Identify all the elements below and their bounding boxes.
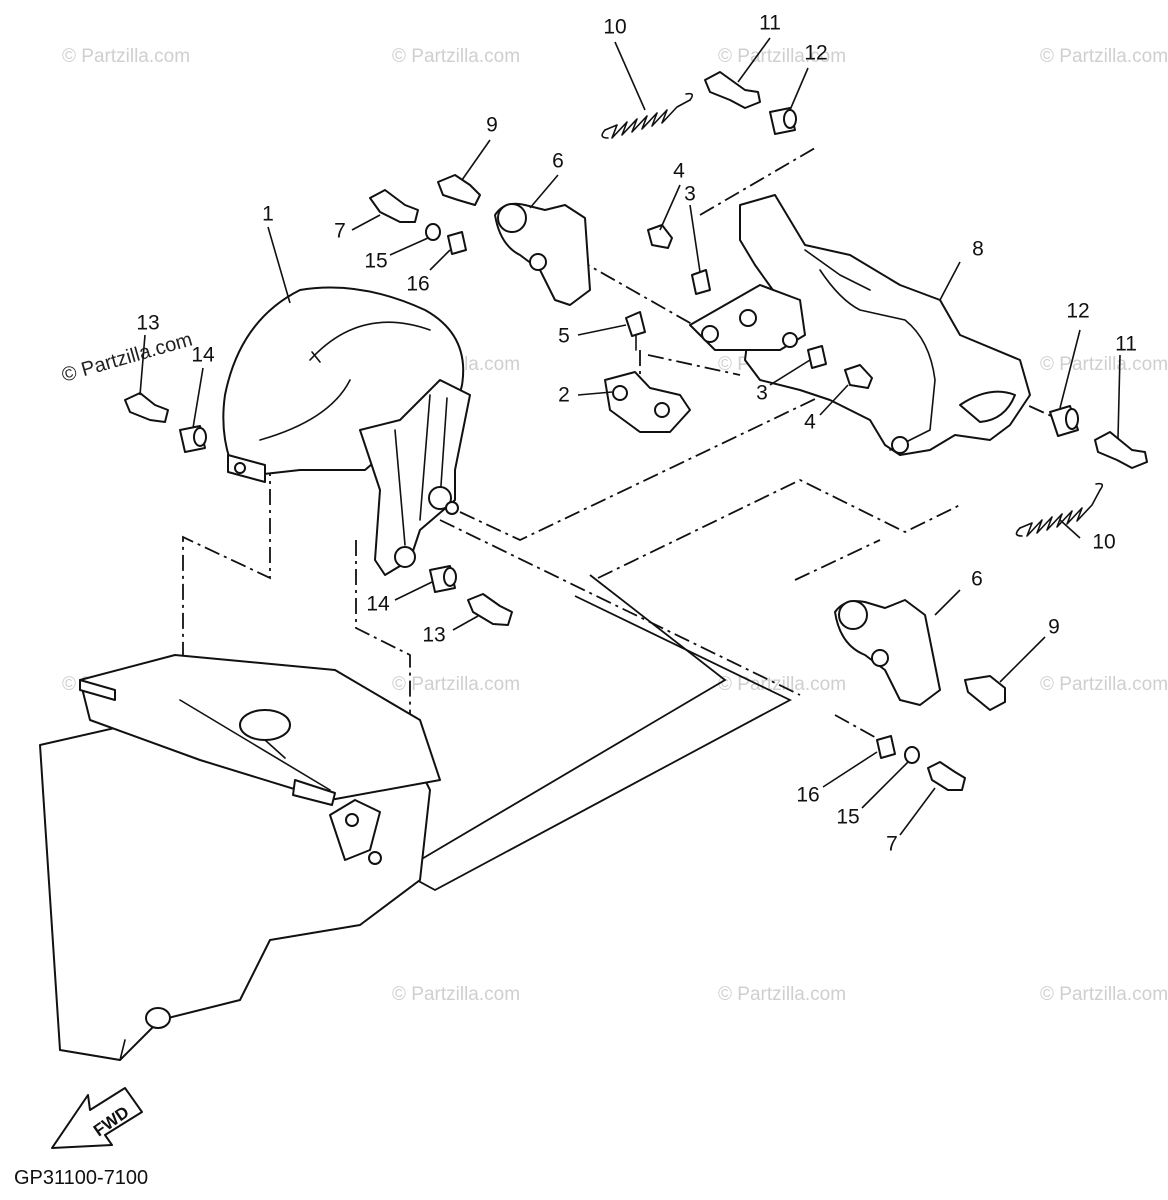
callout-16-lower: 16 bbox=[796, 784, 819, 807]
callout-12-upper: 12 bbox=[804, 42, 827, 65]
part-bolt-11-lower bbox=[1094, 431, 1148, 469]
callout-9-upper: 9 bbox=[486, 114, 498, 137]
watermark-text: © Partzilla.com bbox=[718, 984, 846, 1005]
callout-5: 5 bbox=[558, 325, 570, 348]
part-collar-14-upper bbox=[179, 425, 207, 453]
part-bolt-13-lower bbox=[467, 593, 513, 626]
callout-9-lower: 9 bbox=[1048, 616, 1060, 639]
callout-13-upper: 13 bbox=[136, 312, 159, 335]
part-collar-12-lower bbox=[1049, 405, 1079, 437]
forward-arrow-icon: FWD bbox=[51, 1087, 143, 1149]
part-washer-15-lower bbox=[904, 746, 920, 764]
watermark-text: © Partzilla.com bbox=[1040, 984, 1168, 1005]
watermark-text: © Partzilla.com bbox=[392, 984, 520, 1005]
callout-10-lower: 10 bbox=[1092, 531, 1115, 554]
part-collar-12-upper bbox=[769, 107, 797, 135]
diagram-code: GP31100-7100 bbox=[14, 1167, 148, 1189]
callout-2: 2 bbox=[558, 384, 570, 407]
callout-13-lower: 13 bbox=[422, 624, 445, 647]
callout-1: 1 bbox=[262, 203, 274, 226]
callout-10-upper: 10 bbox=[603, 16, 626, 39]
part-frame-bracket bbox=[739, 194, 1031, 456]
callout-16-upper: 16 bbox=[406, 273, 429, 296]
part-collar-16-lower bbox=[876, 735, 896, 759]
callout-15-lower: 15 bbox=[836, 806, 859, 829]
callout-7-upper: 7 bbox=[334, 220, 346, 243]
part-link-plate bbox=[689, 284, 806, 351]
part-bolt-9-lower bbox=[964, 675, 1006, 711]
part-grease-nipple-5 bbox=[625, 311, 646, 351]
callout-11-upper: 11 bbox=[759, 12, 781, 35]
part-bolt-7-upper bbox=[369, 189, 419, 223]
part-bolt-11-upper bbox=[704, 71, 761, 109]
part-collar-16-upper bbox=[447, 231, 467, 255]
watermark-text: © Partzilla.com bbox=[392, 674, 520, 695]
callout-7-lower: 7 bbox=[886, 833, 898, 856]
watermark-text: © Partzilla.com bbox=[1040, 46, 1168, 67]
callout-14-lower: 14 bbox=[366, 593, 390, 616]
part-spring-lower bbox=[1015, 482, 1104, 537]
part-bolt-4-lower bbox=[844, 364, 873, 389]
part-washer-15-upper bbox=[425, 223, 441, 241]
part-collar-14-lower bbox=[429, 565, 457, 593]
part-damper-bracket-upper bbox=[494, 202, 591, 306]
callout-11-lower: 11 bbox=[1115, 333, 1137, 356]
part-bracket-plate bbox=[604, 371, 691, 433]
part-mount-bracket-left bbox=[359, 379, 471, 576]
callout-4-lower: 4 bbox=[804, 411, 816, 434]
callout-15-upper: 15 bbox=[364, 250, 387, 273]
assembly-lines bbox=[182, 147, 1061, 892]
callout-3-upper: 3 bbox=[684, 183, 696, 206]
callout-3-lower: 3 bbox=[756, 382, 768, 405]
callout-6-upper: 6 bbox=[552, 150, 564, 173]
callout-12-lower: 12 bbox=[1066, 300, 1089, 323]
watermark-text: © Partzilla.com bbox=[1040, 674, 1168, 695]
part-bolt-13-upper bbox=[124, 392, 169, 423]
part-bolt-7-lower bbox=[927, 761, 966, 791]
callout-6-lower: 6 bbox=[971, 568, 983, 591]
callout-4-upper: 4 bbox=[673, 160, 685, 183]
part-bolt-4-upper bbox=[647, 224, 673, 249]
part-collar-3-upper bbox=[691, 269, 711, 295]
callout-labels: 1 10 11 12 9 6 4 3 7 15 16 8 5 2 3 4 12 … bbox=[136, 12, 1137, 856]
part-damper-bracket-lower bbox=[834, 599, 941, 706]
watermark-text: © Partzilla.com bbox=[718, 46, 846, 67]
leader-lines bbox=[139, 37, 1121, 836]
part-collar-3-lower bbox=[807, 345, 827, 369]
watermark-text: © Partzilla.com bbox=[718, 674, 846, 695]
callout-14-upper: 14 bbox=[191, 344, 215, 367]
callout-8: 8 bbox=[972, 238, 984, 261]
part-bolt-9-upper bbox=[437, 174, 481, 206]
watermark-text: © Partzilla.com bbox=[62, 46, 190, 67]
lower-housing bbox=[39, 654, 441, 1061]
watermark-text-dark: © Partzilla.com bbox=[59, 329, 195, 387]
part-spring-upper bbox=[601, 92, 694, 139]
watermark-text: © Partzilla.com bbox=[392, 46, 520, 67]
watermark-text: © Partzilla.com bbox=[1040, 354, 1168, 375]
